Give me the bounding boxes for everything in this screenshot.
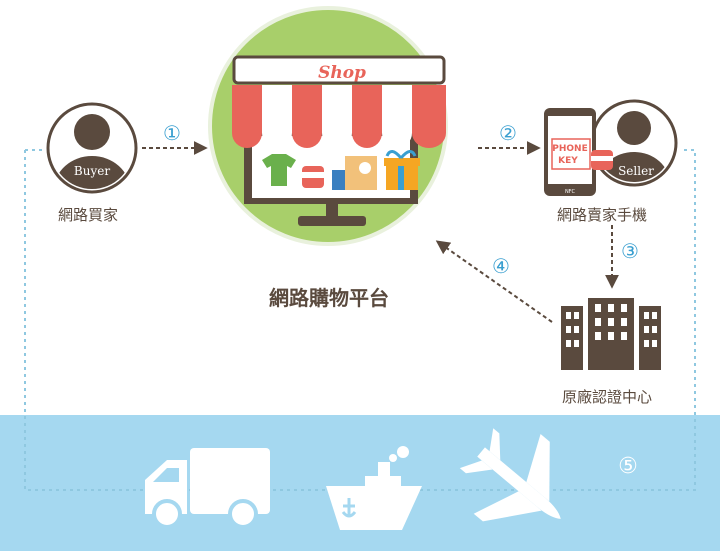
user-icon bbox=[598, 111, 670, 182]
phone-icon bbox=[544, 108, 613, 196]
step-2-marker: ② bbox=[499, 121, 517, 145]
shop-caption: 網路購物平台 bbox=[269, 286, 389, 310]
buyer-caption: 網路買家 bbox=[58, 206, 119, 224]
building-icon bbox=[561, 298, 661, 370]
step-5-marker: ⑤ bbox=[618, 454, 638, 479]
phone-key-line1: PHONE bbox=[552, 144, 587, 154]
buyer-avatar bbox=[46, 102, 138, 194]
seller-caption: 網路賣家手機 bbox=[557, 206, 648, 224]
phone-nfc-label: NFC bbox=[565, 189, 576, 195]
logistics-band bbox=[0, 415, 720, 551]
step-1-marker: ① bbox=[163, 121, 181, 145]
truck-icon bbox=[145, 448, 270, 529]
store-icon bbox=[232, 55, 446, 226]
ship-icon bbox=[326, 446, 422, 530]
step-4-marker: ④ bbox=[492, 254, 510, 278]
shop-sign-text: Shop bbox=[318, 63, 366, 83]
buyer-badge: Buyer bbox=[74, 164, 110, 178]
user-icon bbox=[54, 114, 130, 189]
phone-key-line2: KEY bbox=[558, 156, 578, 166]
logistics-loop-line bbox=[24, 149, 696, 491]
airplane-icon bbox=[459, 428, 561, 522]
factory-caption: 原廠認證中心 bbox=[562, 388, 653, 406]
step-3-marker: ③ bbox=[621, 239, 639, 263]
seller-badge: Seller bbox=[618, 164, 654, 178]
arrow-factory-to-shop bbox=[435, 240, 553, 323]
